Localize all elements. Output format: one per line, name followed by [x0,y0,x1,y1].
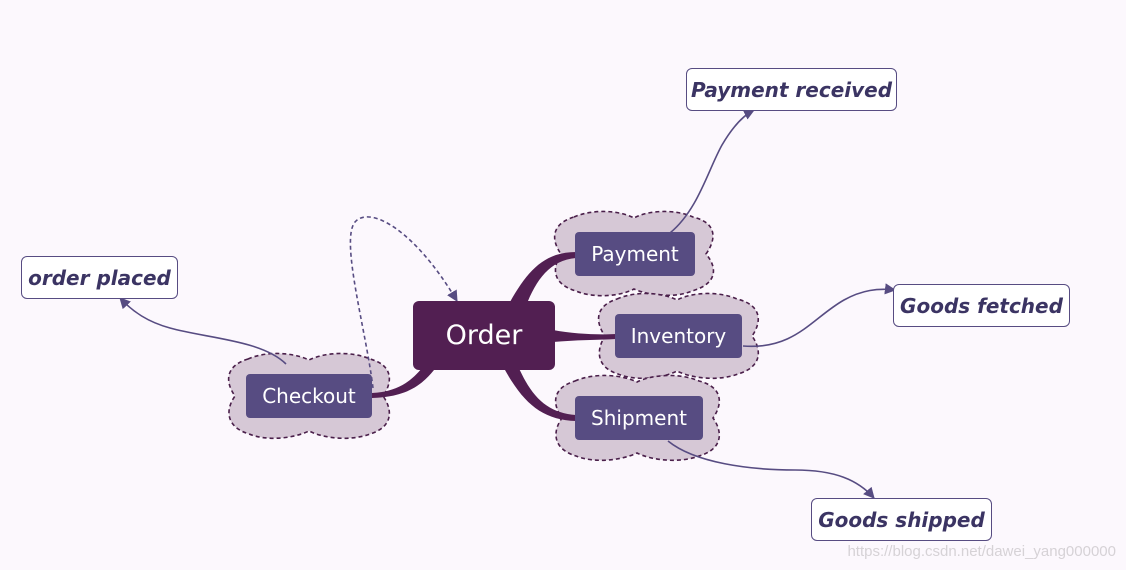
branch-checkout [372,364,434,398]
note-goods-fetched-label: Goods fetched [900,293,1063,318]
arrow-to-goods-shipped [667,440,875,499]
topic-payment[interactable]: Payment [575,232,695,276]
topic-checkout[interactable]: Checkout [246,374,372,418]
note-goods-shipped-label: Goods shipped [818,507,985,532]
topic-payment-label: Payment [591,242,679,266]
topic-checkout-label: Checkout [262,384,356,408]
note-payment-received[interactable]: Payment received [686,68,897,111]
central-topic-order[interactable]: Order [413,301,555,370]
note-payment-received-label: Payment received [690,77,893,102]
watermark-url: https://blog.csdn.net/dawei_yang000000 [847,543,1116,560]
arrow-to-payment-received [669,109,756,234]
branch-inventory [553,330,616,342]
topic-inventory-label: Inventory [630,324,727,348]
topic-inventory[interactable]: Inventory [615,314,742,358]
central-topic-label: Order [445,320,523,351]
arrow-to-order-placed [119,297,287,365]
topic-shipment-label: Shipment [591,406,687,430]
note-goods-shipped[interactable]: Goods shipped [811,498,992,541]
topic-shipment[interactable]: Shipment [575,396,703,440]
branch-payment [510,252,576,306]
note-order-placed-label: order placed [28,265,171,290]
note-goods-fetched[interactable]: Goods fetched [893,284,1070,327]
arrow-to-goods-fetched [742,283,897,348]
arrow-checkout-to-order [349,216,458,389]
branch-shipment [505,366,576,421]
note-order-placed[interactable]: order placed [21,256,178,299]
